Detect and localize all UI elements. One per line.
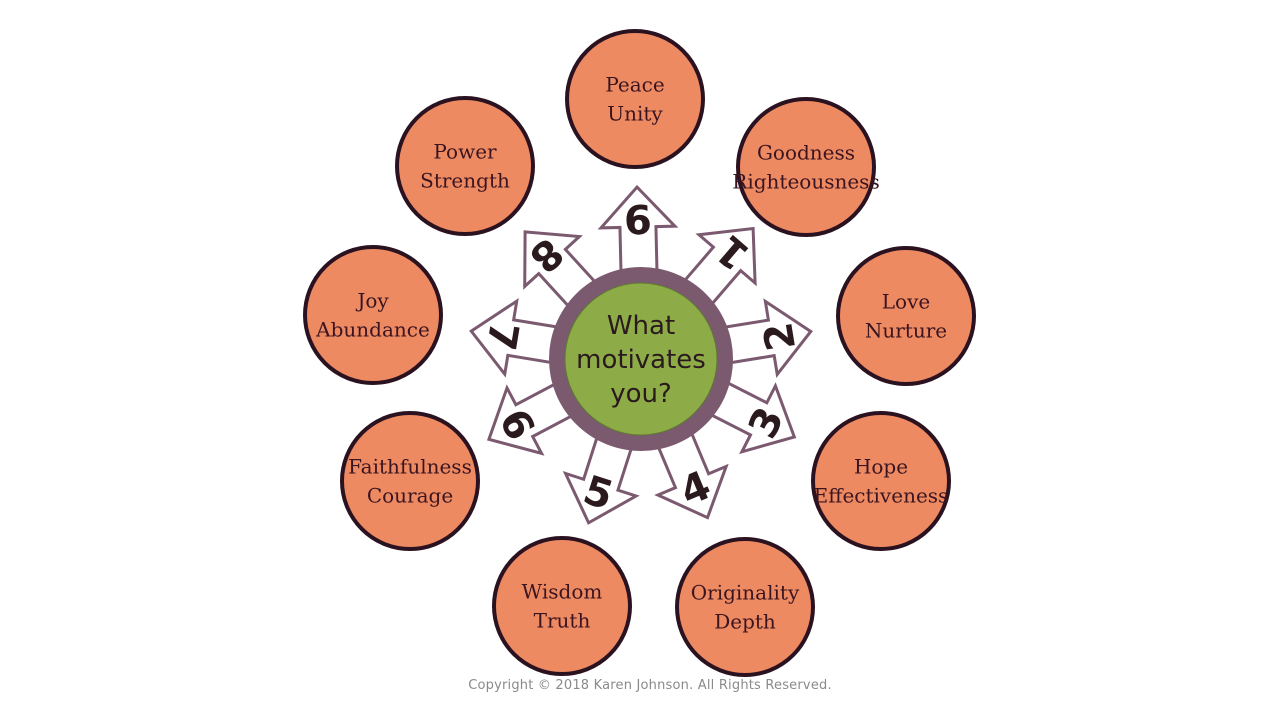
type-1-primary-label: Goodness (757, 141, 855, 165)
type-6-secondary-label: Courage (367, 484, 453, 508)
type-2-secondary-label: Nurture (865, 319, 947, 343)
arrow-number-9: 9 (623, 195, 652, 242)
type-circle-shape-2 (836, 246, 976, 386)
type-circle-shape-7 (303, 245, 443, 385)
type-4-secondary-label: Depth (714, 610, 776, 634)
outer-circles: GoodnessRighteousnessLoveNurtureHopeEffe… (303, 29, 976, 677)
type-2-primary-label: Love (882, 290, 930, 314)
type-circle-shape-6 (340, 411, 480, 551)
type-3-primary-label: Hope (854, 455, 908, 479)
type-8-secondary-label: Strength (420, 169, 510, 193)
type-5-primary-label: Wisdom (522, 580, 603, 604)
hub-question-line-2: motivates (576, 345, 706, 375)
hub-question-line-3: you? (610, 379, 672, 409)
type-circle-shape-3 (811, 411, 951, 551)
copyright-text: Copyright © 2018 Karen Johnson. All Righ… (468, 678, 832, 693)
type-6-primary-label: Faithfulness (348, 455, 472, 479)
type-circle-shape-4 (675, 537, 815, 677)
type-5-secondary-label: Truth (534, 609, 591, 633)
type-circle-shape-1 (736, 97, 876, 237)
type-1-secondary-label: Righteousness (732, 170, 879, 194)
type-9-secondary-label: Unity (607, 102, 663, 126)
hub-center (564, 282, 718, 436)
type-circle-shape-8 (395, 96, 535, 236)
type-4-primary-label: Originality (691, 581, 800, 605)
arrow-2: 2 (705, 298, 813, 379)
type-circle-shape-5 (492, 536, 632, 676)
type-circle-shape-9 (565, 29, 705, 169)
center-hub: What motivates you? (549, 267, 733, 451)
type-7-primary-label: Joy (355, 289, 389, 313)
type-3-secondary-label: Effectiveness (814, 484, 949, 508)
type-8-primary-label: Power (433, 140, 497, 164)
arrow-9: 9 (597, 184, 679, 291)
hub-question-line-1: What (607, 311, 675, 341)
type-7-secondary-label: Abundance (315, 318, 430, 342)
type-9-primary-label: Peace (605, 73, 664, 97)
